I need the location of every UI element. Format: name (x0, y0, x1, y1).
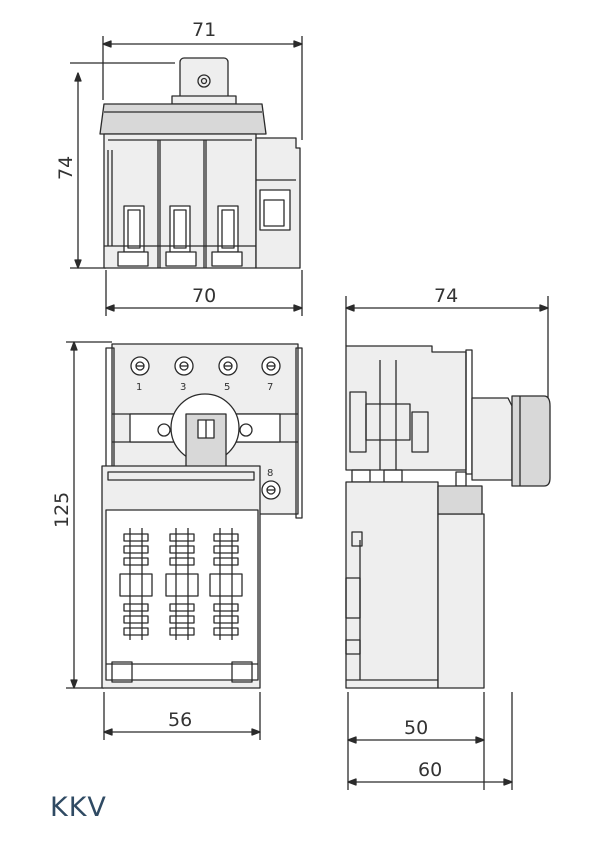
contact-bars (119, 528, 243, 640)
dimension-50 (347, 692, 485, 790)
dim-label-71: 71 (192, 19, 216, 41)
terminal-label-3: 3 (180, 382, 186, 393)
dim-label-125: 125 (51, 492, 73, 528)
dim-label-70: 70 (192, 285, 216, 307)
terminal-label-1: 1 (136, 382, 142, 393)
terminal-label-8: 8 (267, 468, 273, 479)
side-view (345, 296, 551, 689)
terminal-label-7: 7 (267, 382, 273, 393)
terminal-screws (130, 356, 281, 500)
top-view (70, 36, 303, 269)
rotary-handle (129, 393, 281, 483)
dimension-56 (103, 692, 261, 740)
dim-label-60: 60 (418, 759, 442, 781)
dim-label-56: 56 (168, 709, 192, 731)
dimension-60 (347, 692, 513, 790)
dim-label-74-vertical: 74 (55, 156, 77, 180)
front-view: 1 3 5 7 8 (66, 341, 303, 689)
product-name: KKV (50, 792, 107, 823)
terminal-label-5: 5 (224, 382, 230, 393)
dim-label-50: 50 (404, 717, 428, 739)
dimension-70 (105, 270, 303, 316)
dim-label-74-horizontal: 74 (434, 285, 458, 307)
